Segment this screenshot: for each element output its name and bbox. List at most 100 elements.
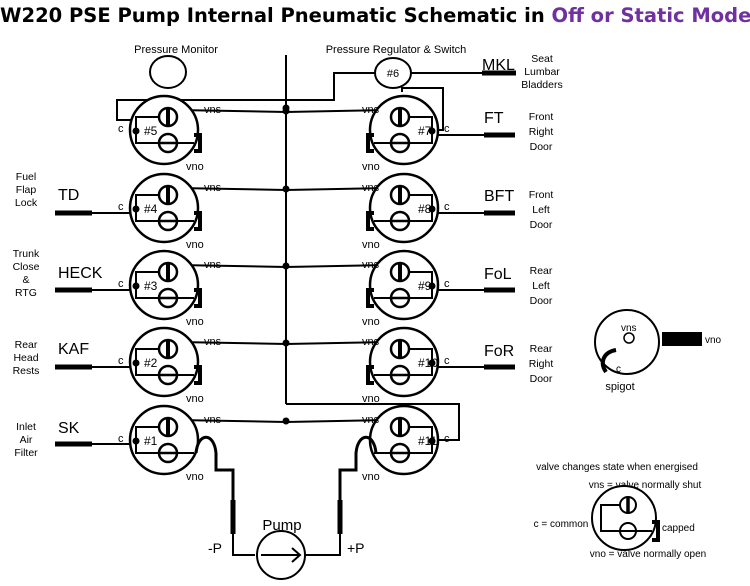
valve-8: #8 c xyxy=(368,172,450,244)
vns-label: vns xyxy=(204,414,222,426)
common-label: c xyxy=(444,201,450,213)
vno-cap xyxy=(194,211,202,231)
port-desc: Door xyxy=(530,219,553,231)
port-desc: Rear xyxy=(530,265,553,277)
valve-4: #4c xyxy=(118,172,200,244)
valve-2: #2c xyxy=(118,326,200,398)
vno-cap xyxy=(194,365,202,385)
vno-label: vno xyxy=(186,161,204,173)
junction-dot xyxy=(282,339,290,347)
vns-feed xyxy=(285,187,392,191)
regulator-number: #6 xyxy=(387,68,399,80)
valve-5: #5 c xyxy=(118,94,200,166)
vns-feed xyxy=(285,109,392,113)
port-code: MKL xyxy=(482,57,515,74)
port-desc: RTG xyxy=(15,287,37,299)
valve-number: #5 xyxy=(144,124,158,138)
common-dot xyxy=(132,282,140,290)
port-code: FT xyxy=(484,110,504,127)
vno-label: vno xyxy=(186,393,204,405)
pressure-regulator-label: Pressure Regulator & Switch xyxy=(326,44,467,56)
valve-body xyxy=(128,249,200,321)
pump-arrowhead xyxy=(291,547,302,563)
legend-vno-label: vno = valve normally open xyxy=(590,549,706,560)
common-label: c xyxy=(118,123,124,135)
valve-body xyxy=(128,326,200,398)
port-desc: Rests xyxy=(13,365,40,377)
spigot-c-label: c xyxy=(616,364,621,375)
valve-body xyxy=(368,249,440,321)
port-desc: Right xyxy=(529,126,554,138)
pump-minus-label: -P xyxy=(208,540,222,556)
vns-feed xyxy=(176,419,287,423)
spigot-vno-block xyxy=(662,332,702,346)
legend-heading: valve changes state when energised xyxy=(536,462,698,473)
vno-cap xyxy=(366,288,374,308)
vno-label: vno xyxy=(186,471,204,483)
reg-feed-line xyxy=(116,72,375,121)
vns-label: vns xyxy=(204,182,222,194)
common-dot xyxy=(428,205,436,213)
port-desc: Flap xyxy=(16,184,37,196)
vns-label: vns xyxy=(362,182,380,194)
port-desc: & xyxy=(22,274,29,286)
common-dot xyxy=(428,282,436,290)
valve-number: #2 xyxy=(144,356,158,370)
legend-vns: vns = valve normally shut xyxy=(589,480,702,491)
valve-body xyxy=(368,94,440,166)
vns-label: vns xyxy=(204,336,222,348)
valve-number: #10 xyxy=(418,356,438,370)
vns-label: vns xyxy=(204,259,222,271)
port-code: FoR xyxy=(484,343,514,360)
spigot-vns-label: vns xyxy=(621,323,637,334)
legend-common-label: c = common xyxy=(534,519,589,530)
vns-feed xyxy=(176,187,287,191)
port-desc: Rear xyxy=(15,339,38,351)
title-mode: Off or Static Mode xyxy=(551,4,750,27)
port-desc: Trunk xyxy=(13,248,40,260)
port-code: KAF xyxy=(58,341,89,358)
common-label: c xyxy=(444,123,450,135)
vns-feed xyxy=(176,341,287,345)
port-desc: Door xyxy=(530,141,553,153)
cap-bracket xyxy=(194,365,202,385)
vns-label: vns xyxy=(362,259,380,271)
port-code: HECK xyxy=(58,265,103,282)
port-desc: Inlet xyxy=(16,421,36,433)
port-desc: Air xyxy=(20,434,33,446)
vno-label: vno xyxy=(186,316,204,328)
port-desc: Filter xyxy=(14,447,38,459)
cap-bracket xyxy=(194,288,202,308)
pump-line-minus xyxy=(232,534,255,556)
common-label: c xyxy=(118,433,124,445)
common-label: c xyxy=(118,278,124,290)
vno-cap xyxy=(366,133,374,153)
vns-label: vns xyxy=(362,104,380,116)
reg-to-7 xyxy=(401,87,444,131)
valve-1: #1c xyxy=(118,404,200,476)
common-dot xyxy=(428,359,436,367)
pump-plus-label: +P xyxy=(347,540,365,556)
valve-number: #8 xyxy=(418,202,432,216)
vno-cap xyxy=(366,211,374,231)
vns-label: vns xyxy=(204,104,222,116)
spigot-pipe xyxy=(600,348,617,374)
port-code: TD xyxy=(58,187,79,204)
junction-dot xyxy=(282,417,290,425)
valve-number: #3 xyxy=(144,279,158,293)
junction-dot xyxy=(282,104,290,112)
legend-capped-label: capped xyxy=(662,523,695,534)
legend-common xyxy=(600,504,620,532)
port-desc: Front xyxy=(529,111,554,123)
vns-label: vns xyxy=(362,414,380,426)
pressure-monitor xyxy=(149,55,187,89)
valve-number: #4 xyxy=(144,202,158,216)
cap-bracket xyxy=(366,365,374,385)
port-desc: Door xyxy=(530,373,553,385)
